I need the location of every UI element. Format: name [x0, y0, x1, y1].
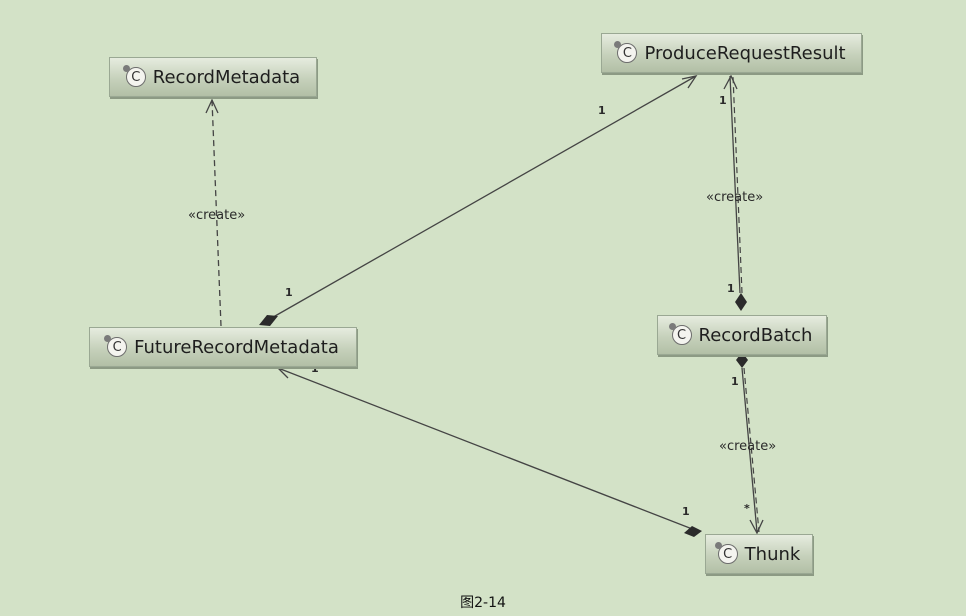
class-box-recordbatch[interactable]: C RecordBatch — [657, 315, 827, 355]
class-box-producerequestresult[interactable]: C ProduceRequestResult — [601, 33, 862, 73]
multiplicity-label: * — [744, 502, 750, 515]
composition-edge-future-to-produceresult — [259, 75, 698, 326]
multiplicity-label: 1 — [285, 286, 293, 299]
create-edge-future-to-recordmetadata — [205, 98, 222, 327]
multiplicity-label: 1 — [598, 104, 606, 117]
class-icon: C — [614, 41, 638, 63]
create-label-recordmetadata: «create» — [188, 208, 245, 223]
class-name: RecordMetadata — [152, 66, 301, 88]
class-icon: C — [668, 323, 692, 345]
class-name: Thunk — [744, 543, 801, 565]
figure-caption: 图2-14 — [460, 595, 506, 611]
composition-edge-recordbatch-to-produceresult — [723, 74, 747, 311]
class-name: ProduceRequestResult — [644, 42, 846, 64]
class-icon: C — [104, 335, 128, 357]
class-box-recordmetadata[interactable]: C RecordMetadata — [109, 57, 317, 97]
class-name: RecordBatch — [698, 324, 813, 346]
composition-edge-thunk-to-future — [276, 366, 702, 537]
multiplicity-label: 1 — [719, 94, 727, 107]
create-label-thunk: «create» — [719, 439, 776, 454]
multiplicity-label: 1 — [311, 362, 319, 375]
class-box-futurerecordmetadata[interactable]: C FutureRecordMetadata — [89, 327, 357, 367]
create-label-produceresult: «create» — [706, 190, 763, 205]
multiplicity-label: 1 — [731, 375, 739, 388]
class-icon: C — [714, 542, 738, 564]
class-name: FutureRecordMetadata — [134, 336, 339, 358]
multiplicity-label: 1 — [727, 282, 735, 295]
composition-edge-recordbatch-to-thunk — [736, 352, 764, 535]
class-box-thunk[interactable]: C Thunk — [705, 534, 813, 574]
multiplicity-label: 1 — [682, 505, 690, 518]
class-icon: C — [122, 65, 146, 87]
